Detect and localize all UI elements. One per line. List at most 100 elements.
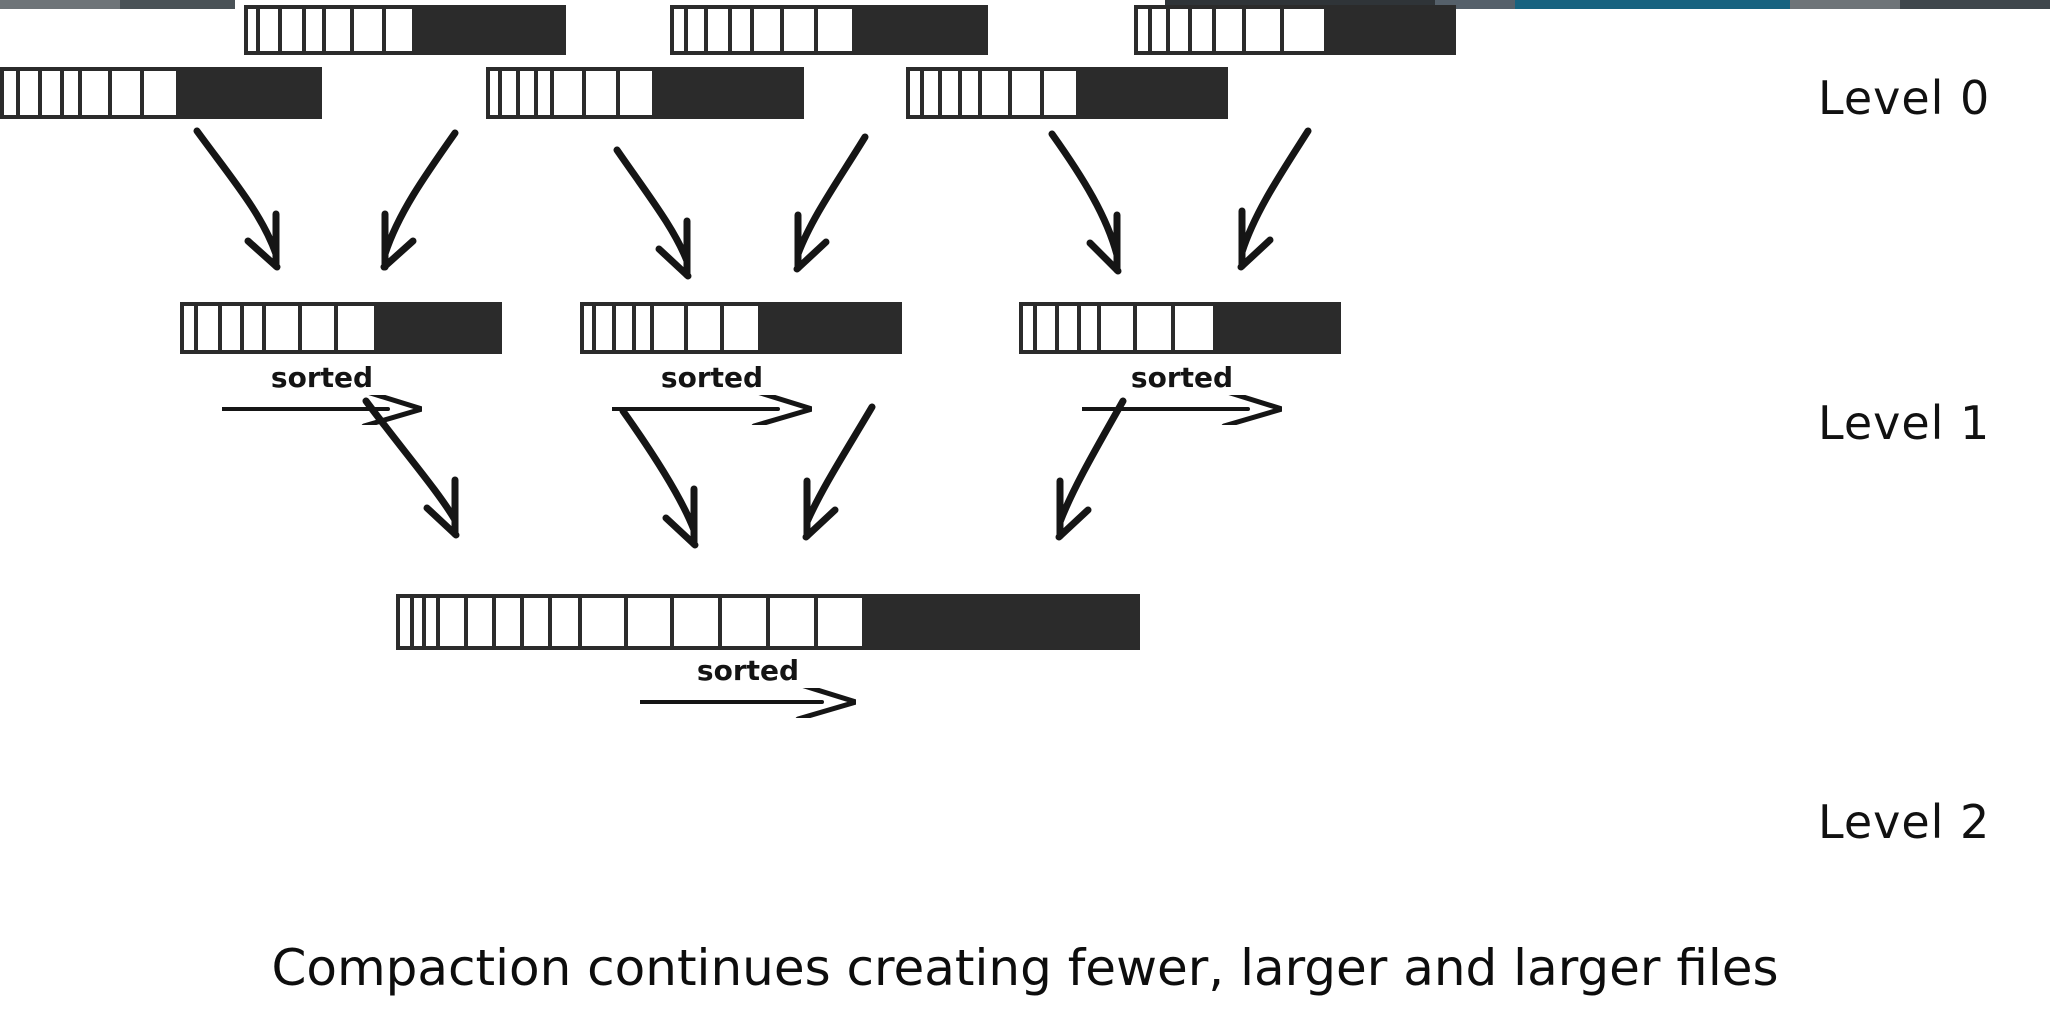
sstable-cell: [1044, 71, 1080, 115]
browser-tab-strip[interactable]: [0, 0, 2050, 9]
arrow-l1-to-l2-c: [802, 403, 876, 541]
sstable-cell: [302, 306, 338, 350]
sstable-cell: [654, 306, 688, 350]
arrow-l0-to-l1-e: [1048, 130, 1122, 275]
sstable-file-block: [906, 67, 1228, 119]
browser-tab-segment[interactable]: [1900, 0, 2050, 9]
sstable-cell: [552, 598, 582, 646]
arrow-l0-to-l1-c: [613, 146, 692, 280]
browser-tab-segment[interactable]: [0, 0, 120, 9]
sstable-cell: [1246, 9, 1284, 51]
sstable-cell: [4, 71, 20, 115]
sstable-cell: [1216, 9, 1246, 51]
sstable-cell: [584, 306, 596, 350]
sstable-cell: [496, 598, 524, 646]
sstable-cell: [1192, 9, 1216, 51]
sstable-cell: [538, 71, 554, 115]
sstable-filled-tail: [656, 71, 800, 115]
sorted-arrow-icon: [222, 395, 422, 425]
sstable-cell: [520, 71, 538, 115]
sstable-cell: [306, 9, 326, 51]
sstable-cell: [1137, 306, 1175, 350]
browser-tab-segment[interactable]: [1515, 0, 1790, 9]
sstable-cell: [326, 9, 354, 51]
arrow-layer: [193, 127, 1312, 549]
sstable-filled-tail: [1080, 71, 1224, 115]
sstable-cell: [818, 9, 856, 51]
browser-tab-segment[interactable]: [235, 0, 1165, 9]
sorted-annotation: sorted: [640, 654, 856, 718]
sstable-cell: [1284, 9, 1328, 51]
sstable-cell: [688, 9, 708, 51]
sstable-cell: [144, 71, 180, 115]
sstable-filled-tail: [416, 9, 562, 51]
sstable-cell: [596, 306, 616, 350]
sstable-cell: [688, 306, 724, 350]
sstable-cell: [818, 598, 866, 646]
sstable-cell: [1175, 306, 1217, 350]
sorted-arrow-icon: [1082, 395, 1282, 425]
sstable-cell: [982, 71, 1012, 115]
sstable-cell: [1170, 9, 1192, 51]
sstable-cell: [586, 71, 620, 115]
sstable-file-block: [1019, 302, 1341, 354]
sstable-cell: [754, 9, 784, 51]
sstable-file-block: [580, 302, 902, 354]
sstable-cell: [724, 306, 762, 350]
sstable-cell: [414, 598, 426, 646]
sstable-cell: [722, 598, 770, 646]
sstable-cell: [184, 306, 198, 350]
sorted-annotation: sorted: [612, 361, 812, 425]
sstable-file-block: [0, 67, 322, 119]
browser-tab-segment[interactable]: [120, 0, 235, 9]
level-label-level-0: Level 0: [1818, 71, 1991, 125]
sstable-cell: [910, 71, 924, 115]
sstable-cell: [1059, 306, 1081, 350]
sstable-cell: [42, 71, 64, 115]
sstable-cell: [400, 598, 414, 646]
level-label-level-1: Level 1: [1818, 396, 1991, 450]
sstable-cell: [732, 9, 754, 51]
sstable-file-block: [244, 5, 566, 55]
sstable-cell: [962, 71, 982, 115]
sstable-cell: [1138, 9, 1152, 51]
sstable-cell: [636, 306, 654, 350]
arrow-l1-to-l2-b: [619, 407, 699, 549]
diagram-caption: Compaction continues creating fewer, lar…: [271, 939, 1779, 997]
sorted-label: sorted: [270, 361, 374, 394]
sstable-filled-tail: [1328, 9, 1452, 51]
sstable-cell: [674, 9, 688, 51]
browser-tab-segment[interactable]: [1790, 0, 1900, 9]
sstable-cell: [502, 71, 520, 115]
sstable-cell: [468, 598, 496, 646]
browser-tab-segment[interactable]: [1165, 0, 1435, 9]
sstable-cell: [338, 306, 378, 350]
browser-tab-segment[interactable]: [1435, 0, 1515, 9]
sstable-cell: [440, 598, 468, 646]
sstable-cell: [198, 306, 222, 350]
sstable-cell: [628, 598, 674, 646]
arrow-l0-to-l1-b: [380, 129, 459, 271]
sstable-cell: [1023, 306, 1037, 350]
sstable-cell: [708, 9, 732, 51]
sorted-label: sorted: [1130, 361, 1234, 394]
sorted-arrow-icon: [640, 688, 856, 718]
sstable-cell: [20, 71, 42, 115]
sstable-cell: [1152, 9, 1170, 51]
sstable-cell: [1037, 306, 1059, 350]
sorted-annotation: sorted: [222, 361, 422, 425]
sstable-cell: [620, 71, 656, 115]
sstable-filled-tail: [762, 306, 898, 350]
sstable-cell: [112, 71, 144, 115]
sstable-cell: [524, 598, 552, 646]
sstable-filled-tail: [378, 306, 498, 350]
sorted-arrow-icon: [612, 395, 812, 425]
sstable-cell: [1081, 306, 1101, 350]
sstable-file-block: [670, 5, 988, 55]
arrow-l0-to-l1-d: [793, 133, 869, 273]
sstable-cell: [266, 306, 302, 350]
sstable-cell: [354, 9, 386, 51]
sstable-file-block: [180, 302, 502, 354]
